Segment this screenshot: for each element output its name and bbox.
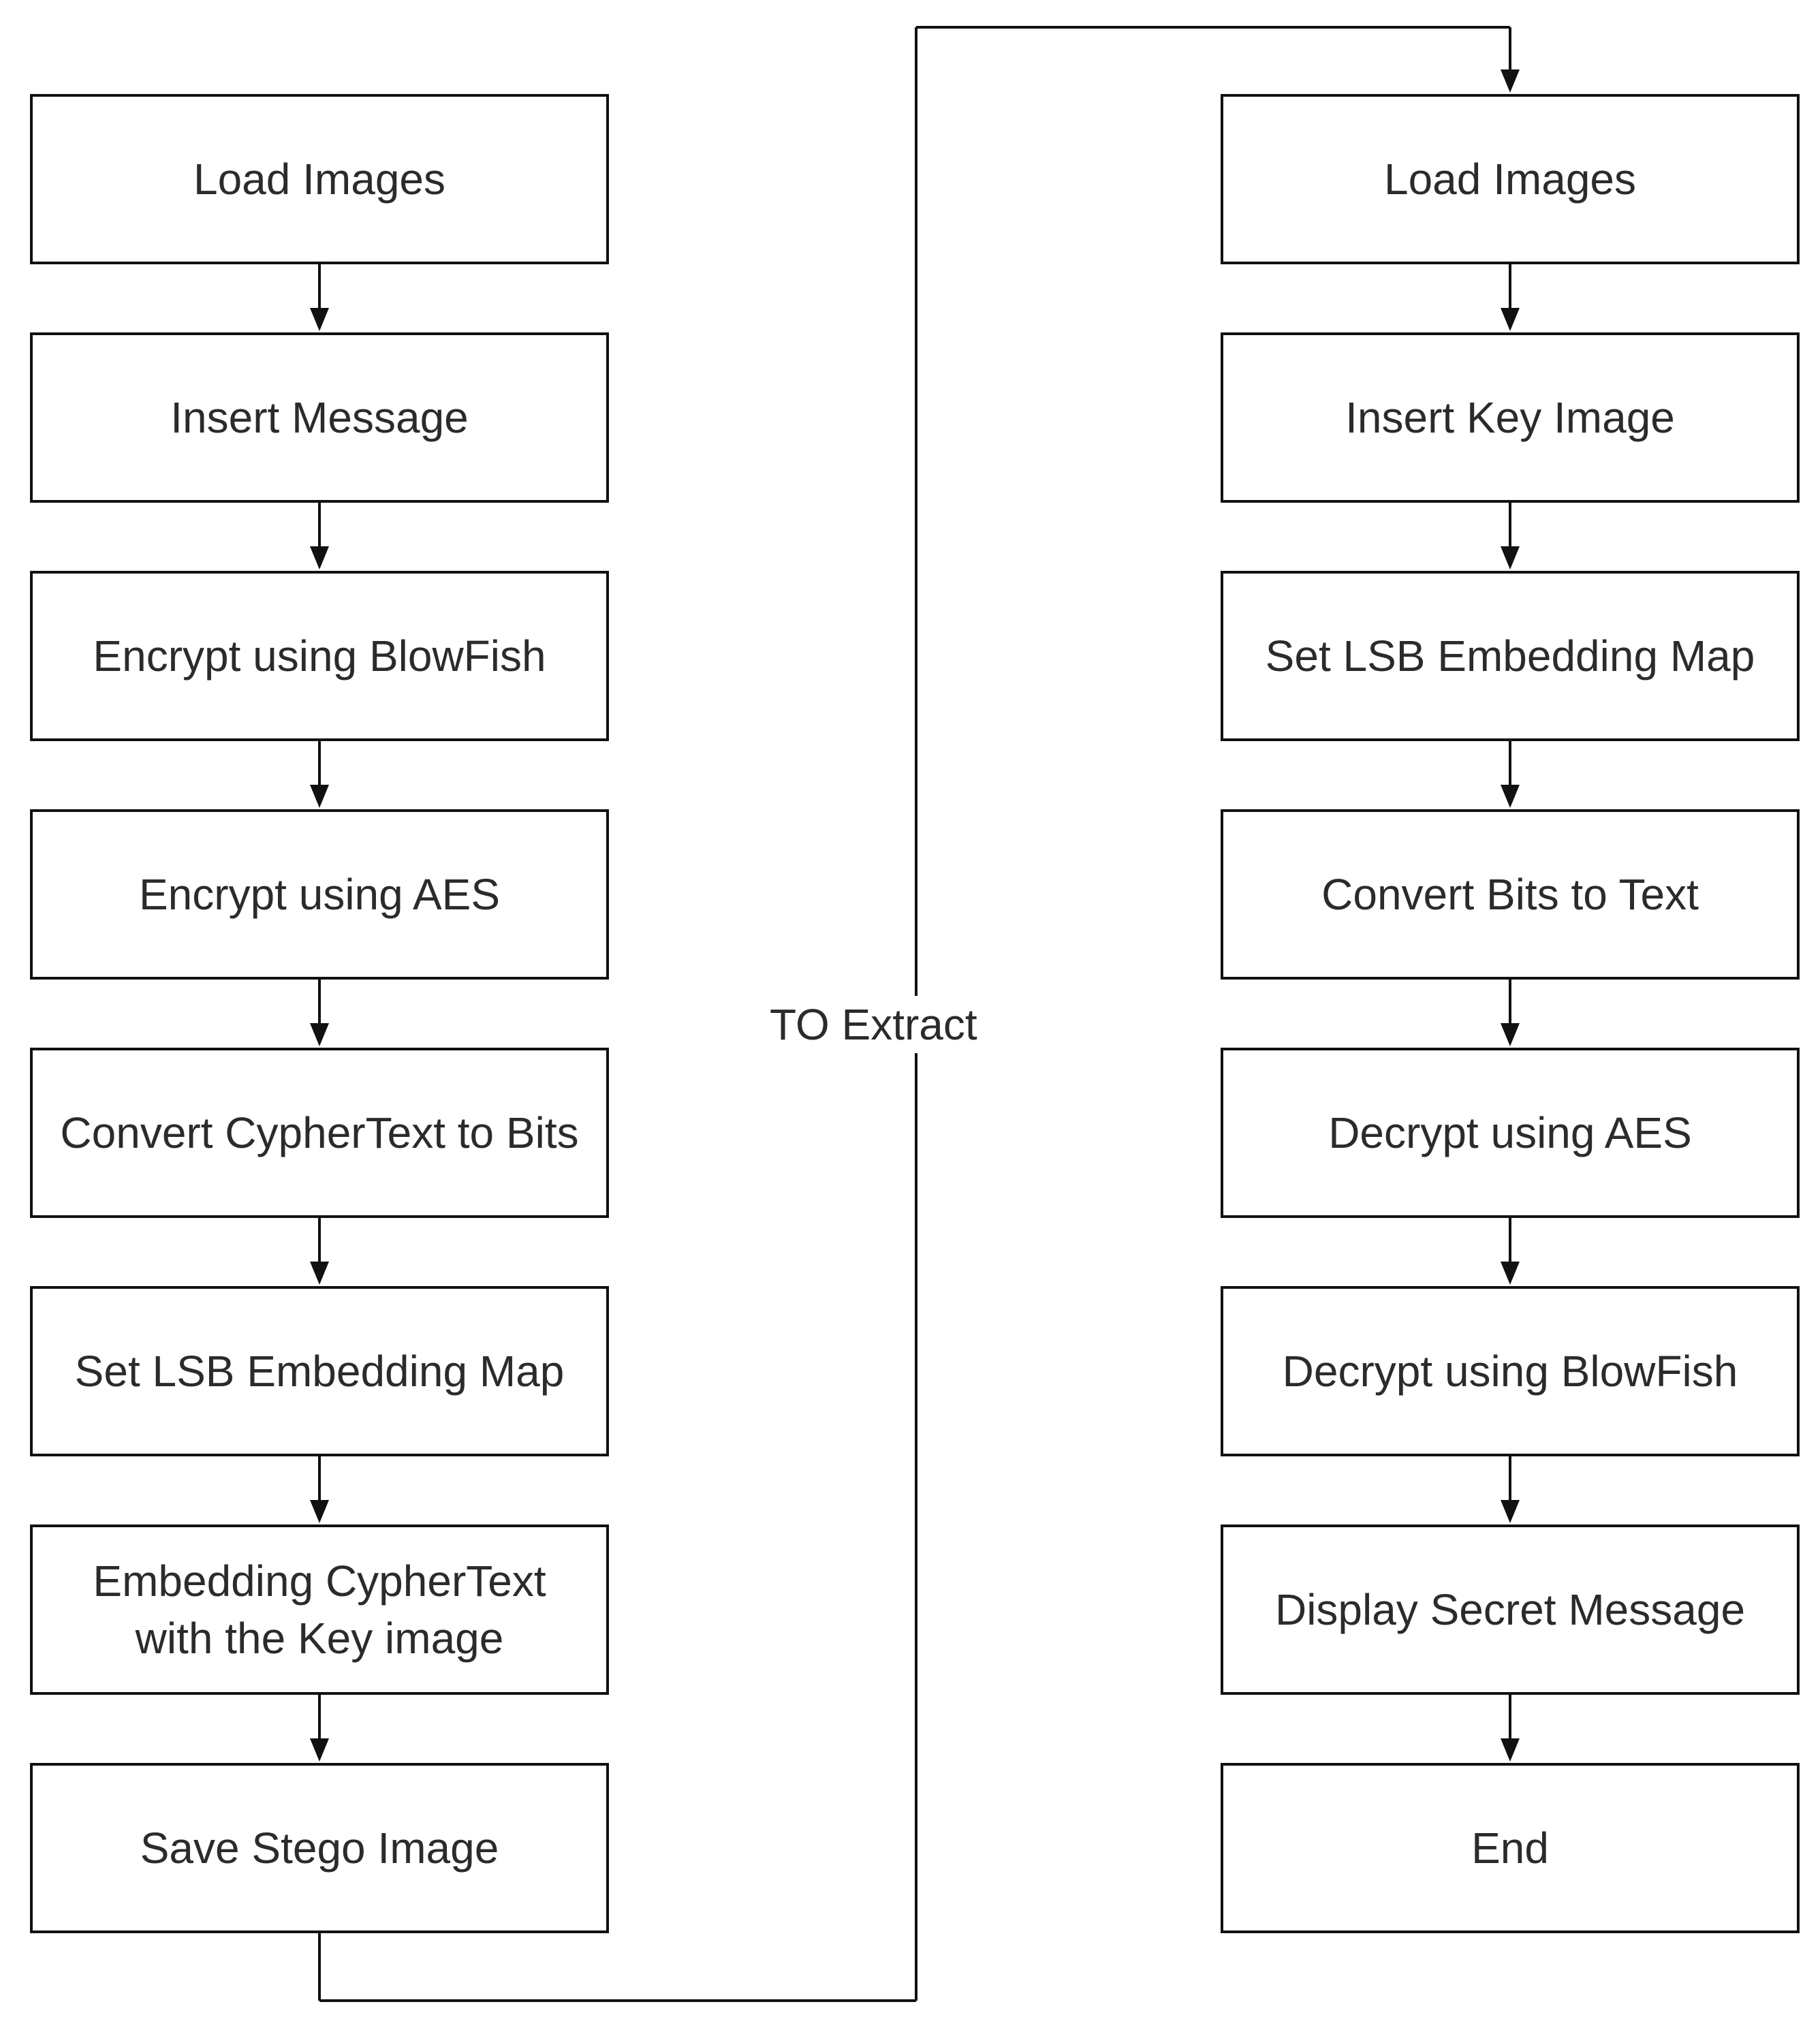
arrow-down-icon: [1501, 1023, 1520, 1046]
step-label: Insert Key Image: [1345, 393, 1675, 442]
step-label: Insert Message: [170, 393, 469, 442]
step-convert-cyphertext-to-bits: Convert CypherText to Bits: [30, 1048, 609, 1218]
arrow-down-icon: [1501, 785, 1520, 808]
step-display-secret-message: Display Secret Message: [1221, 1525, 1800, 1695]
step-label: Load Images: [193, 155, 446, 204]
arrow-down-icon: [310, 785, 329, 808]
arrow-down-icon: [1501, 1500, 1520, 1523]
arrow-down-icon: [1501, 546, 1520, 569]
arrow-down-icon: [1501, 1738, 1520, 1762]
step-embed-cyphertext: Embedding CypherText with the Key image: [30, 1525, 609, 1695]
step-load-images-embed: Load Images: [30, 94, 609, 264]
step-label: Display Secret Message: [1274, 1585, 1746, 1634]
arrow-down-icon: [310, 1023, 329, 1046]
arrow-down-icon: [1501, 1262, 1520, 1285]
step-label: Encrypt using BlowFish: [93, 631, 546, 681]
step-load-images-extract: Load Images: [1221, 94, 1800, 264]
arrow-down-icon: [310, 308, 329, 331]
arrow-down-icon: [310, 1500, 329, 1523]
step-encrypt-blowfish: Encrypt using BlowFish: [30, 571, 609, 741]
step-label: Convert CypherText to Bits: [60, 1108, 579, 1157]
step-set-lsb-map-extract: Set LSB Embedding Map: [1221, 571, 1800, 741]
step-label: Convert Bits to Text: [1321, 870, 1699, 919]
step-set-lsb-map-embed: Set LSB Embedding Map: [30, 1286, 609, 1456]
step-label: Load Images: [1383, 155, 1637, 204]
step-label: Encrypt using AES: [138, 870, 501, 919]
step-label: Set LSB Embedding Map: [74, 1347, 565, 1396]
arrow-down-icon: [310, 1738, 329, 1762]
step-decrypt-blowfish: Decrypt using BlowFish: [1221, 1286, 1800, 1456]
arrow-down-icon: [1501, 69, 1520, 93]
step-label: Set LSB Embedding Map: [1265, 631, 1755, 681]
step-label: Decrypt using AES: [1328, 1108, 1692, 1157]
step-insert-key-image: Insert Key Image: [1221, 332, 1800, 503]
arrow-down-icon: [310, 546, 329, 569]
step-label: Embedding CypherText with the Key image: [93, 1557, 546, 1663]
step-convert-bits-to-text: Convert Bits to Text: [1221, 809, 1800, 980]
to-extract-label: TO Extract: [770, 996, 977, 1053]
arrow-down-icon: [310, 1262, 329, 1285]
step-encrypt-aes: Encrypt using AES: [30, 809, 609, 980]
step-label: End: [1471, 1824, 1549, 1873]
step-label: Save Stego Image: [140, 1824, 499, 1873]
step-label: Decrypt using BlowFish: [1282, 1347, 1738, 1396]
arrow-down-icon: [1501, 308, 1520, 331]
step-decrypt-aes: Decrypt using AES: [1221, 1048, 1800, 1218]
step-end: End: [1221, 1763, 1800, 1933]
step-insert-message: Insert Message: [30, 332, 609, 503]
step-save-stego-image: Save Stego Image: [30, 1763, 609, 1933]
